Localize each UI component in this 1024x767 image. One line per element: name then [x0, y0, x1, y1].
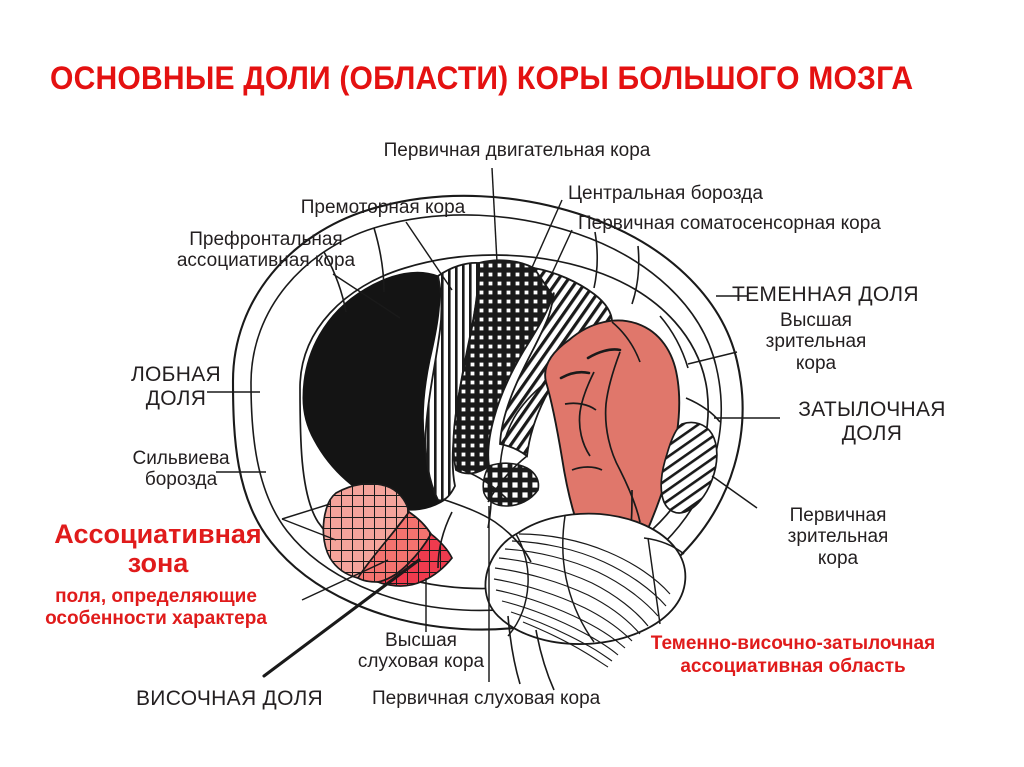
label-higher-auditory-cortex: Высшая слуховая кора	[357, 630, 485, 673]
page-title: ОСНОВНЫЕ ДОЛИ (ОБЛАСТИ) КОРЫ БОЛЬШОГО МО…	[50, 60, 914, 96]
label-sylvian-sulcus: Сильвиева борозда	[132, 448, 230, 491]
label-frontal-lobe: ЛОБНАЯ ДОЛЯ	[130, 363, 222, 410]
label-primary-visual-cortex: Первичная зрительная кора	[787, 505, 889, 569]
label-prefrontal-associative-cortex: Префронтальная ассоциативная кора	[176, 229, 356, 272]
label-primary-motor-cortex: Первичная двигательная кора	[383, 140, 651, 161]
label-temporal-lobe: ВИСОЧНАЯ ДОЛЯ	[136, 687, 324, 710]
label-higher-visual-cortex: Высшая зрительная кора	[765, 310, 867, 374]
label-associative-zone-subtitle: поля, определяющие особенности характера	[45, 586, 267, 630]
label-primary-somatosensory-cortex: Первичная соматосенсорная кора	[578, 213, 881, 234]
label-associative-zone-title: Ассоциативная зона	[54, 519, 262, 579]
label-occipital-lobe: ЗАТЫЛОЧНАЯ ДОЛЯ	[798, 398, 946, 445]
label-primary-auditory-cortex: Первичная слуховая кора	[372, 688, 601, 709]
label-parieto-temporo-occipital-area: Теменно-височно-затылочная ассоциативная…	[650, 633, 936, 677]
label-premotor-cortex: Премоторная кора	[300, 197, 466, 218]
label-parietal-lobe: ТЕМЕННАЯ ДОЛЯ	[732, 283, 919, 306]
label-central-sulcus: Центральная борозда	[568, 183, 763, 204]
